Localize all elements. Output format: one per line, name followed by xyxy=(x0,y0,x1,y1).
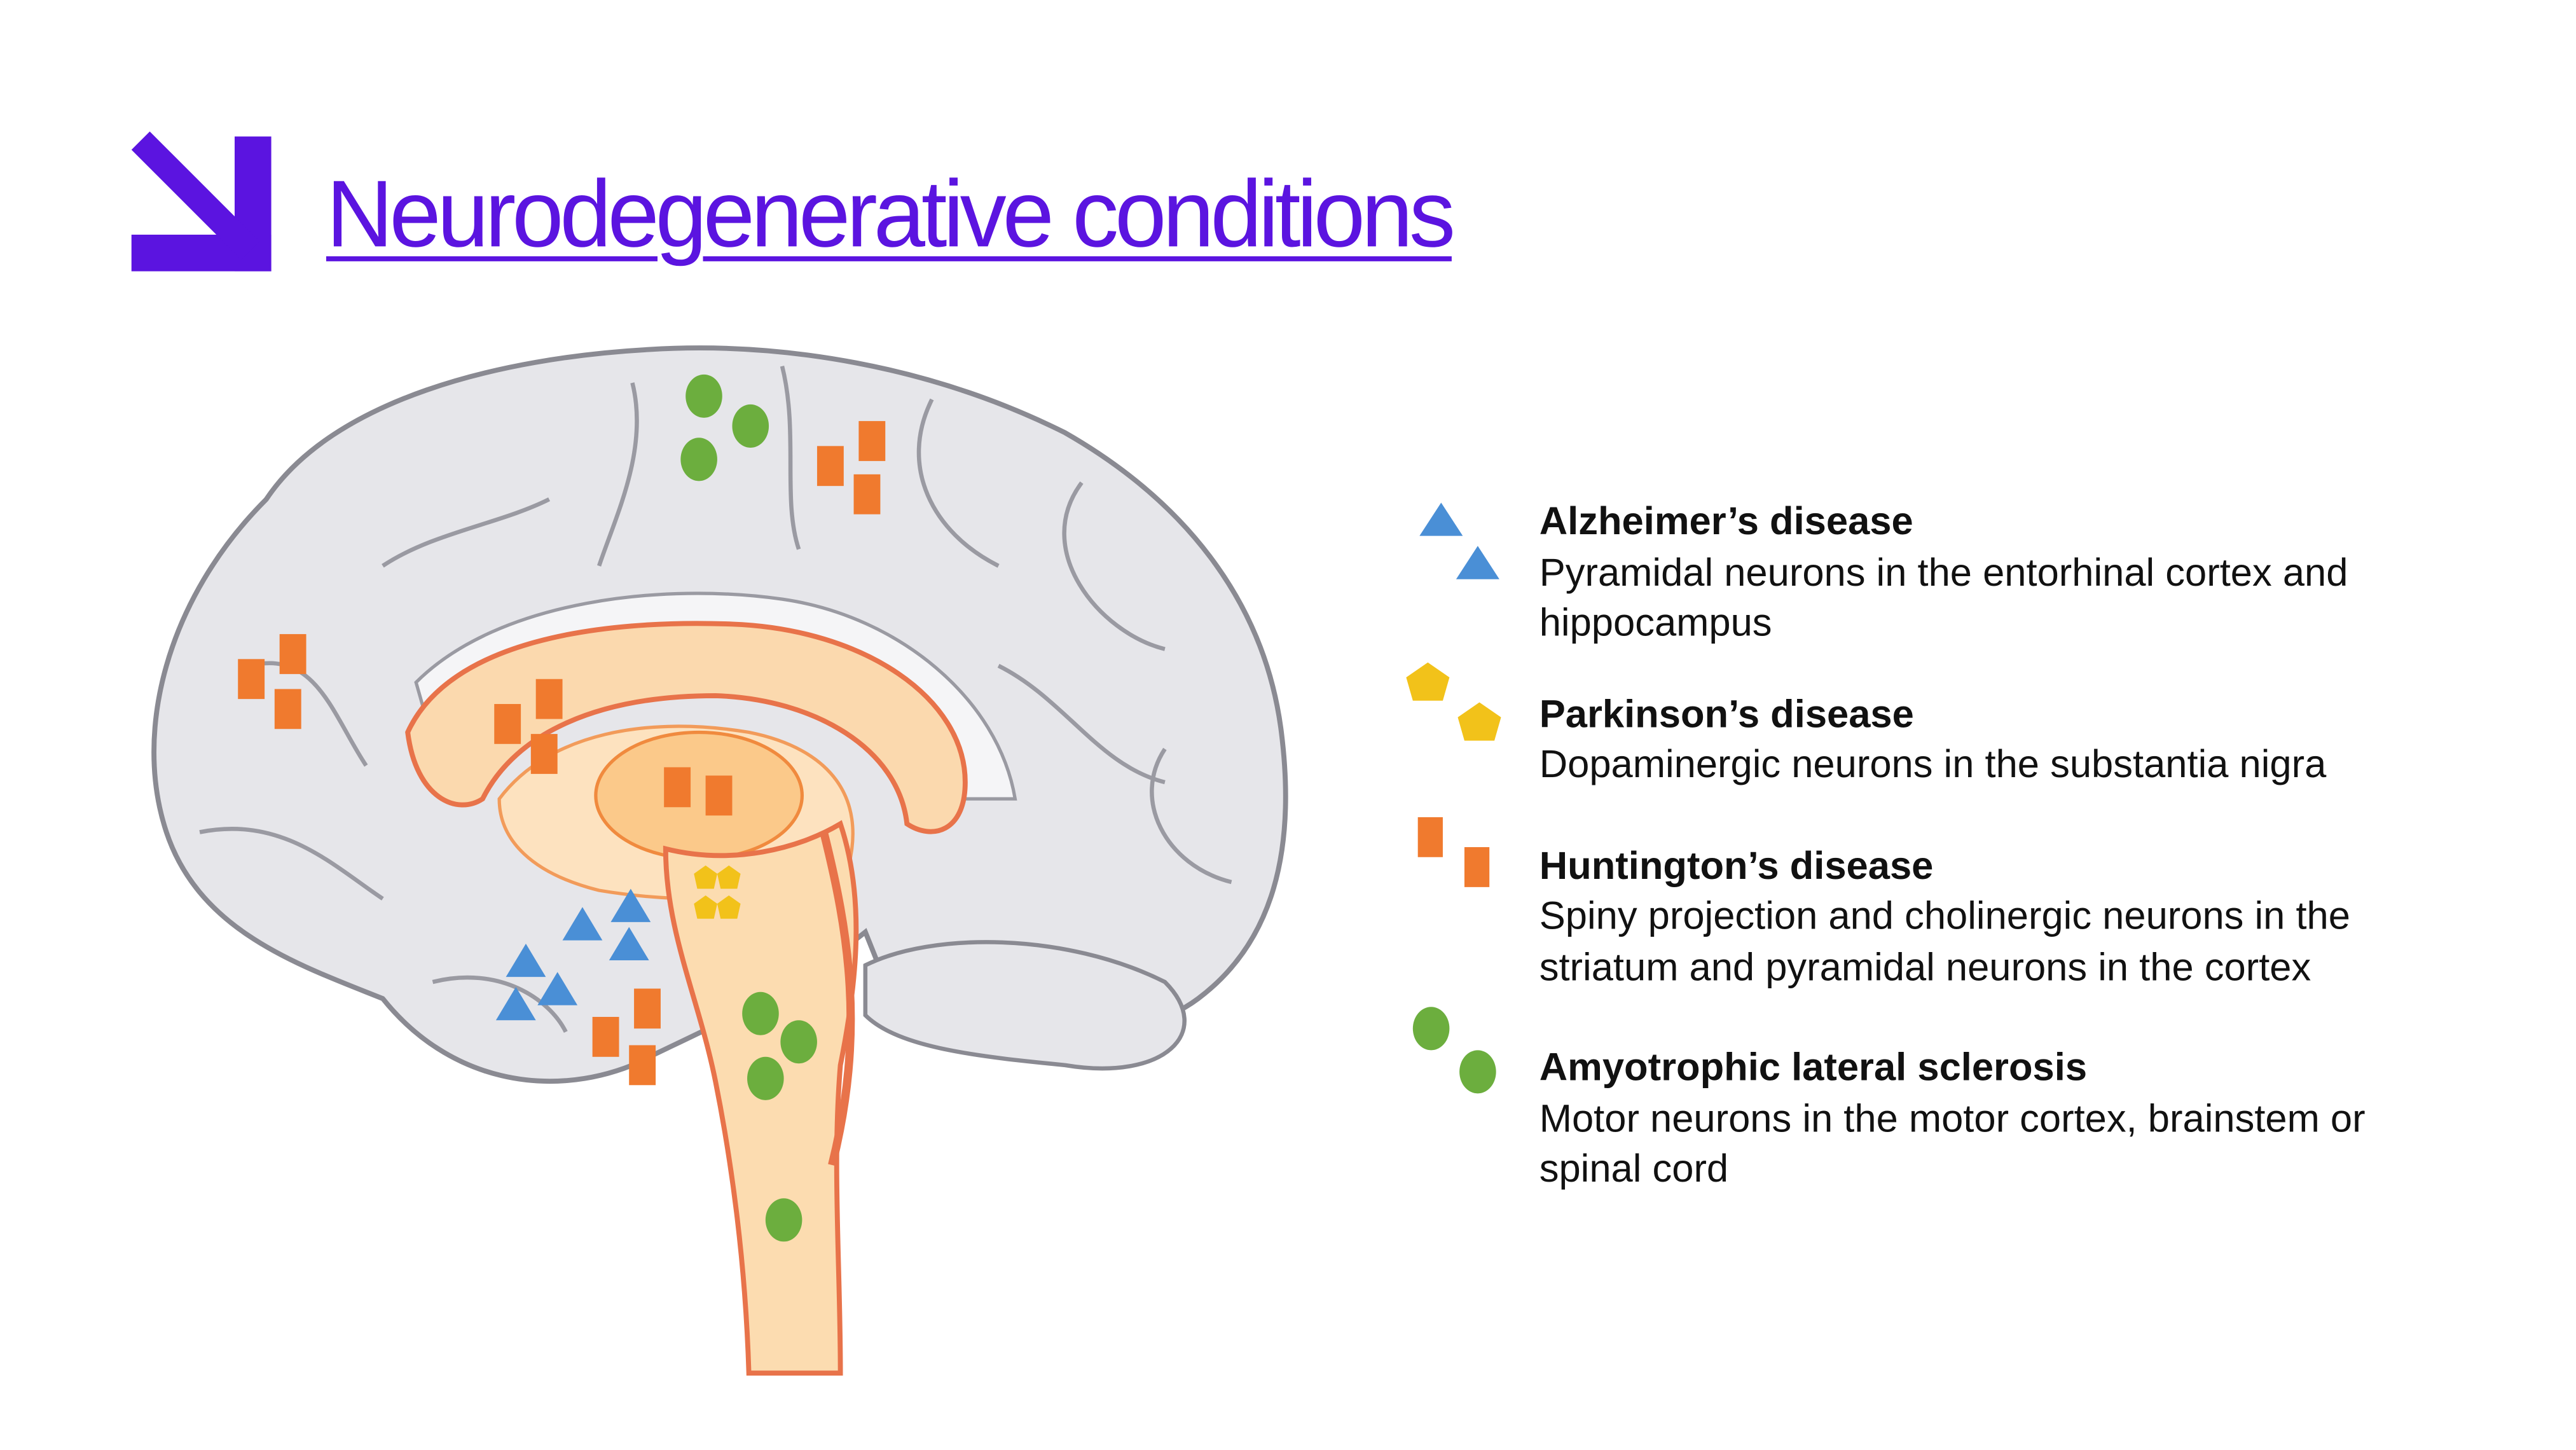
alzheimers-marker xyxy=(537,972,578,1005)
page-title: Neurodegenerative conditions xyxy=(326,161,1456,268)
als-marker xyxy=(732,404,769,448)
legend-item-parkinsons: Parkinson’s disease Dopaminergic neurons… xyxy=(1398,661,2530,790)
huntingtons-marker xyxy=(274,689,301,729)
als-marker xyxy=(765,1198,802,1242)
als-marker xyxy=(680,438,717,481)
als-marker xyxy=(780,1020,817,1064)
arrow-down-right-icon xyxy=(131,131,272,272)
alzheimers-marker xyxy=(506,943,546,977)
parkinsons-marker xyxy=(717,895,741,919)
als-marker xyxy=(742,991,779,1035)
circle-marker-icon xyxy=(1412,1007,1496,1094)
legend-description: spinal cord xyxy=(1539,1147,1729,1191)
triangle-marker-icon xyxy=(1419,502,1499,579)
legend-heading: Amyotrophic lateral sclerosis xyxy=(1539,1045,2088,1089)
alzheimers-marker xyxy=(610,888,651,922)
legend: Alzheimer’s disease Pyramidal neurons in… xyxy=(1398,496,2530,1194)
legend-description: Pyramidal neurons in the entorhinal cort… xyxy=(1539,549,2348,593)
parkinsons-marker xyxy=(694,865,717,889)
huntingtons-marker xyxy=(535,679,563,719)
huntingtons-marker xyxy=(592,1016,619,1057)
legend-heading: Parkinson’s disease xyxy=(1539,691,1914,735)
alzheimers-marker xyxy=(495,986,536,1021)
brain-sagittal-illustration xyxy=(151,345,1288,1376)
huntingtons-marker xyxy=(530,734,558,774)
huntingtons-marker xyxy=(705,775,733,816)
huntingtons-marker xyxy=(238,659,265,700)
huntingtons-marker xyxy=(664,767,691,808)
pentagon-marker-icon xyxy=(1406,661,1501,740)
legend-description: hippocampus xyxy=(1539,600,1772,644)
legend-description: Spiny projection and cholinergic neurons… xyxy=(1539,894,2350,937)
legend-item-als: Amyotrophic lateral sclerosis Motor neur… xyxy=(1398,1007,2530,1194)
legend-heading: Huntington’s disease xyxy=(1539,843,1934,887)
huntingtons-marker xyxy=(858,421,886,461)
alzheimers-marker xyxy=(562,907,603,941)
huntingtons-marker xyxy=(853,474,881,514)
huntingtons-marker xyxy=(629,1045,656,1086)
legend-description: Dopaminergic neurons in the substantia n… xyxy=(1539,742,2327,786)
cerebellum xyxy=(863,940,1187,1071)
markers xyxy=(238,374,886,1242)
als-marker xyxy=(747,1056,784,1100)
huntingtons-marker xyxy=(494,703,521,744)
huntingtons-marker xyxy=(279,634,307,674)
legend-heading: Alzheimer’s disease xyxy=(1539,499,1913,543)
square-marker-icon xyxy=(1417,816,1490,887)
als-marker xyxy=(685,374,722,418)
huntingtons-marker xyxy=(634,988,661,1029)
legend-item-alzheimers: Alzheimer’s disease Pyramidal neurons in… xyxy=(1398,496,2530,648)
legend-item-huntingtons: Huntington’s disease Spiny projection an… xyxy=(1398,816,2530,991)
legend-description: Motor neurons in the motor cortex, brain… xyxy=(1539,1096,2366,1140)
parkinsons-marker xyxy=(717,865,741,889)
legend-description: striatum and pyramidal neurons in the co… xyxy=(1539,944,2311,988)
huntingtons-marker xyxy=(816,446,844,487)
parkinsons-marker xyxy=(694,895,717,919)
alzheimers-marker xyxy=(609,927,649,961)
